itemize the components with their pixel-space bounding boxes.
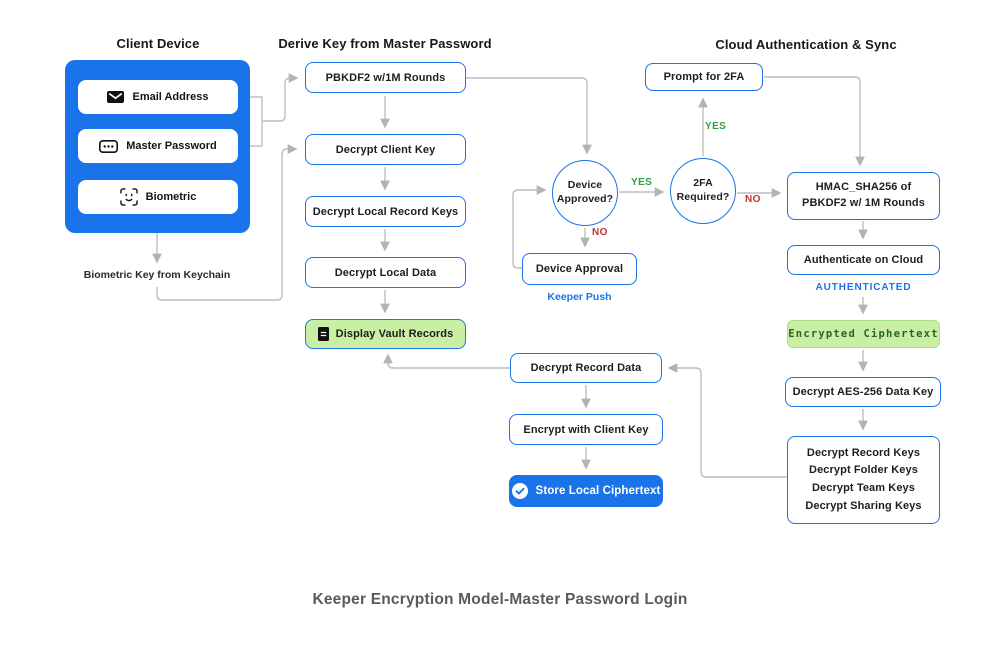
node-encrypted-ciphertext: Encrypted Ciphertext — [787, 320, 940, 348]
decrypt-record-keys-label: Decrypt Record Keys — [806, 446, 921, 459]
label-keeper-push: Keeper Push — [547, 291, 612, 303]
node-decrypt-record-data: Decrypt Record Data — [510, 353, 662, 383]
diagram-caption: Keeper Encryption Model-Master Password … — [312, 591, 688, 608]
store-local-ciphertext-label: Store Local Ciphertext — [535, 485, 661, 497]
decrypt-sharing-keys-label: Decrypt Sharing Keys — [805, 499, 922, 512]
hmac-line2: PBKDF2 w/ 1M Rounds — [802, 197, 925, 209]
node-decrypt-local-data: Decrypt Local Data — [305, 257, 466, 288]
document-icon — [317, 327, 329, 341]
email-address-label: Email Address — [132, 91, 209, 103]
decision-device-approved: Device Approved? — [552, 160, 618, 226]
check-circle-icon — [511, 483, 528, 499]
node-decrypt-aes-data-key: Decrypt AES-256 Data Key — [785, 377, 941, 407]
2fa-required-line1: 2FA — [693, 177, 713, 190]
connector-pbkdf2-to-device-approved — [466, 77, 592, 155]
connector-recorddata-to-vault — [383, 353, 510, 369]
label-authenticated: AUTHENTICATED — [815, 282, 912, 293]
node-display-vault-records: Display Vault Records — [305, 319, 466, 349]
heading-cloud-auth: Cloud Authentication & Sync — [715, 37, 897, 52]
device-approved-line2: Approved? — [556, 193, 614, 205]
email-address-field: Email Address — [78, 80, 238, 114]
node-decrypt-local-record-keys: Decrypt Local Record Keys — [305, 196, 466, 227]
master-password-label: Master Password — [126, 140, 217, 152]
connector-prompt-to-hmac — [764, 76, 865, 167]
biometric-label: Biometric — [145, 191, 197, 203]
face-id-icon — [119, 188, 138, 206]
decrypt-folder-keys-label: Decrypt Folder Keys — [809, 464, 918, 477]
2fa-required-line2: Required? — [676, 191, 730, 203]
connector-bracket-to-pbkdf2 — [262, 73, 299, 122]
label-yes-device-approved: YES — [631, 177, 653, 188]
node-authenticate-on-cloud: Authenticate on Cloud — [787, 245, 940, 275]
decision-2fa-required: 2FA Required? — [670, 158, 736, 224]
node-pbkdf2: PBKDF2 w/1M Rounds — [305, 62, 466, 93]
display-vault-records-label: Display Vault Records — [335, 328, 454, 340]
biometric-field: Biometric — [78, 180, 238, 214]
client-device-panel: Email Address Master Password Biometric — [65, 60, 250, 233]
envelope-icon — [107, 91, 125, 103]
node-store-local-ciphertext: Store Local Ciphertext — [509, 475, 663, 507]
label-no-device-approved: NO — [592, 227, 608, 238]
master-password-field: Master Password — [78, 129, 238, 163]
node-hmac: HMAC_SHA256 of PBKDF2 w/ 1M Rounds — [787, 172, 940, 220]
node-decrypt-keys-group: Decrypt Record Keys Decrypt Folder Keys … — [787, 436, 940, 524]
heading-client-device: Client Device — [116, 36, 200, 51]
decrypt-team-keys-label: Decrypt Team Keys — [812, 482, 915, 494]
label-yes-2fa: YES — [705, 121, 727, 132]
node-encrypt-with-client-key: Encrypt with Client Key — [509, 414, 663, 445]
node-decrypt-client-key: Decrypt Client Key — [305, 134, 466, 165]
label-no-2fa: NO — [745, 194, 761, 205]
node-device-approval: Device Approval — [522, 253, 637, 285]
keychain-note: Biometric Key from Keychain — [83, 269, 231, 281]
hmac-line1: HMAC_SHA256 of — [815, 181, 912, 194]
password-dots-icon — [99, 139, 119, 153]
heading-derive-key: Derive Key from Master Password — [278, 36, 492, 51]
node-prompt-2fa: Prompt for 2FA — [645, 63, 763, 91]
connector-keysbox-to-recorddata — [667, 363, 787, 478]
device-approved-line1: Device — [567, 179, 603, 192]
